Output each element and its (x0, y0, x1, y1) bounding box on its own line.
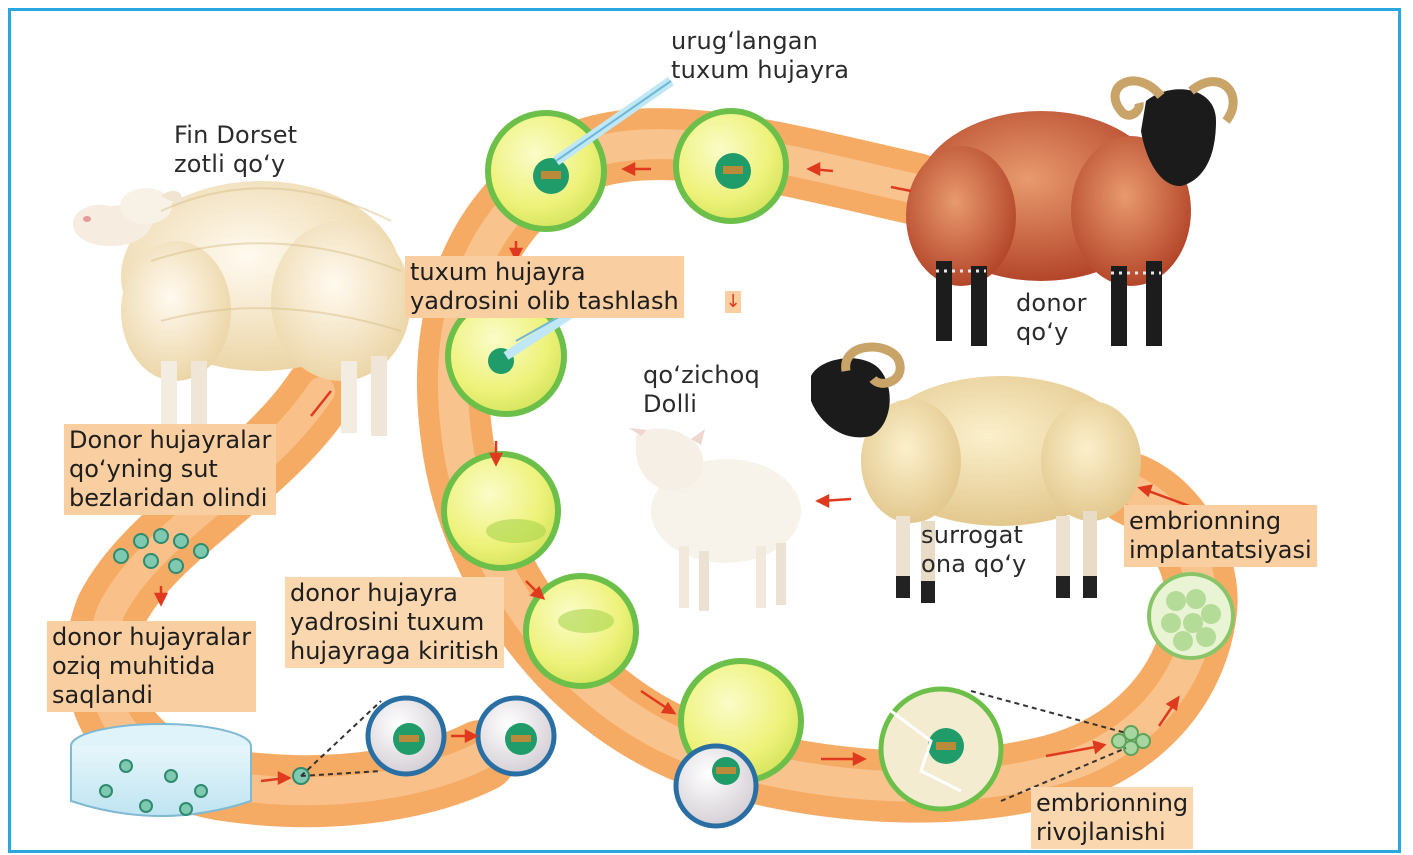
diagram-frame: Fin Dorset zotli qo‘y urug‘langan tuxum … (8, 8, 1401, 853)
down-arrow-icon: ↓ (725, 291, 741, 313)
label-fertilized-egg: urug‘langan tuxum hujayra (671, 27, 849, 85)
step-implantation: embrionning implantatsiyasi (1124, 505, 1317, 567)
activated-cell (881, 689, 1001, 809)
label-fin-dorset: Fin Dorset zotli qo‘y (174, 121, 297, 179)
label-donor-sheep: donor qo‘y (1016, 289, 1087, 347)
lamb-dolly (629, 428, 801, 611)
petri-dish (71, 724, 251, 816)
blastocyst (1149, 574, 1233, 658)
step-development: embrionning rivojlanishi (1031, 787, 1193, 849)
label-surrogate: surrogat ona qo‘y (921, 521, 1027, 579)
nucleus-cell-1 (368, 698, 444, 774)
recipient-cell (526, 576, 636, 686)
fertilized-egg-cell-1 (488, 113, 604, 229)
step-insert-nucleus: donor hujayra yadrosini tuxum hujayraga … (285, 577, 504, 668)
fertilized-egg-cell-2 (676, 111, 786, 221)
fin-dorset-sheep (73, 181, 411, 436)
enucleated-cell (444, 454, 558, 568)
step-remove-nucleus: tuxum hujayra yadrosini olib tashlash (405, 256, 684, 318)
nucleus-cell-2 (478, 698, 554, 774)
step-donor-cells: Donor hujayralar qo‘yning sut bezlaridan… (64, 424, 276, 515)
step-culture: donor hujayralar oziq muhitida saqlandi (47, 621, 256, 712)
label-lamb: qo‘zichoq Dolli (643, 361, 760, 419)
